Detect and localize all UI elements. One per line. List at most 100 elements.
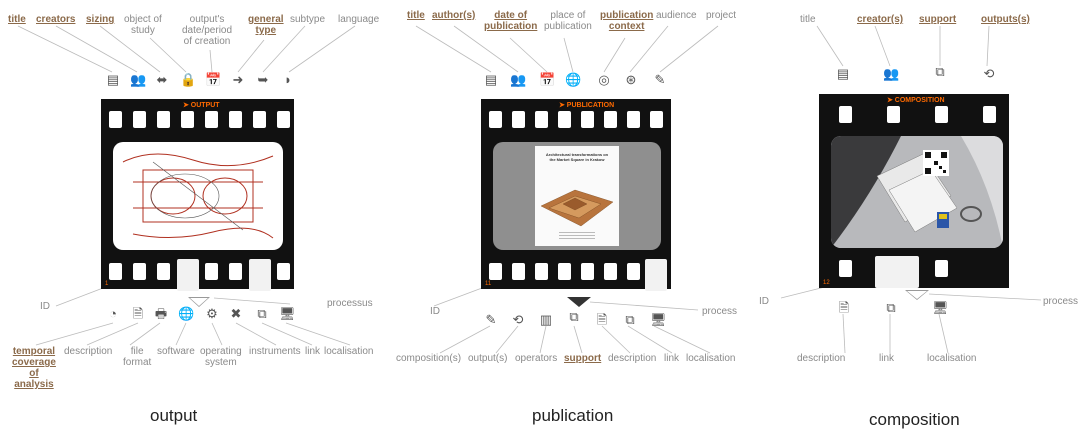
film-hole <box>229 263 242 280</box>
target-icon[interactable]: ◎ <box>598 72 610 87</box>
composition-process-label: process <box>1043 296 1078 307</box>
external-link-icon[interactable]: ⧉ <box>257 306 267 321</box>
user-lock-icon[interactable]: 🔒 <box>180 72 197 87</box>
film-hole <box>277 111 290 128</box>
title-card-icon[interactable]: ▤ <box>484 72 498 87</box>
document-icon[interactable]: 🗎 <box>132 306 144 321</box>
support-icon[interactable]: ⧉ <box>935 64 945 79</box>
composition-label-localisation: localisation <box>927 353 977 364</box>
book-title: Architectural transformations on the Mar… <box>545 152 609 162</box>
publication-label-authors: author(s) <box>432 10 476 21</box>
speaker-icon[interactable]: ◗ <box>284 72 292 87</box>
external-link-icon[interactable]: ⧉ <box>886 300 896 315</box>
film-hole <box>512 111 525 128</box>
pencil-document-icon[interactable]: ✎ <box>654 72 666 87</box>
composition-photo <box>831 136 1003 248</box>
output-film-title: ➤ OUTPUT <box>183 102 220 109</box>
login-arrow-icon[interactable]: ➜ <box>232 72 244 87</box>
tools-icon[interactable]: ✖ <box>230 306 242 321</box>
publication-film-title: ➤ PUBLICATION <box>559 102 615 109</box>
film-hole <box>489 111 502 128</box>
film-hole <box>157 263 170 280</box>
globe-icon[interactable]: 🌐 <box>565 72 582 87</box>
triangle-inner <box>907 291 927 299</box>
publication-caption: publication <box>532 406 614 425</box>
output-label-link: link <box>305 346 321 357</box>
publication-label-title: title <box>407 10 425 21</box>
film-hole <box>277 263 290 280</box>
publication-label-operators: operators <box>515 353 558 364</box>
composition-label-description: description <box>797 353 846 364</box>
film-hole-selected <box>875 256 919 288</box>
globe-icon[interactable]: 🌐 <box>178 306 195 321</box>
composition-label-title: title <box>800 14 816 25</box>
film-hole <box>109 263 122 280</box>
output-label-description: description <box>64 346 113 357</box>
film-hole <box>489 263 502 280</box>
publication-label-link: link <box>664 353 680 364</box>
output-label-language: language <box>338 14 380 25</box>
title-card-icon[interactable]: ▤ <box>836 66 850 81</box>
people-icon[interactable]: 👥 <box>510 72 527 87</box>
film-hole <box>133 111 146 128</box>
publication-process-label: process <box>702 306 738 317</box>
external-link-icon[interactable]: ⧉ <box>625 312 635 327</box>
output-id-label: ID <box>40 301 50 312</box>
publication-label-localisation: localisation <box>686 353 736 364</box>
film-hole <box>581 111 594 128</box>
film-hole <box>181 111 194 128</box>
output-arrow-icon[interactable]: ⟲ <box>983 66 995 81</box>
film-hole <box>604 111 617 128</box>
photo-scene <box>831 136 1003 248</box>
composition-label-outputs: outputs(s) <box>981 14 1030 25</box>
publication-down-triangle[interactable] <box>567 297 591 307</box>
film-hole <box>109 111 122 128</box>
output-label-subtype: subtype <box>290 14 326 25</box>
gear-icon[interactable]: ⚙ <box>206 306 218 321</box>
book-cover-illustration <box>540 189 614 239</box>
film-hole <box>512 263 525 280</box>
people-icon[interactable]: 👥 <box>883 66 900 81</box>
output-label-title: title <box>8 14 26 25</box>
output-processus-label: processus <box>327 298 373 309</box>
composition-panel: title creator(s) support outputs(s) ▤ 👥 … <box>745 0 1078 432</box>
title-card-icon[interactable]: ▤ <box>106 72 120 87</box>
output-sketch-image <box>113 142 283 250</box>
output-film-number: 1 <box>105 281 109 287</box>
document-icon[interactable]: 🗎 <box>596 312 608 327</box>
publication-film-number: 11 <box>485 281 492 287</box>
printer-icon[interactable]: 🖶 <box>154 306 168 321</box>
resize-icon[interactable]: ⬌ <box>156 72 168 87</box>
publication-label-audience: audience <box>656 10 697 21</box>
chart-pie-icon[interactable]: ◔ <box>109 306 117 321</box>
calendar-icon[interactable]: 📅 <box>205 72 222 87</box>
publication-label-place-of-publication: place of publication <box>544 10 592 32</box>
server-icon[interactable]: 🖥 <box>279 306 296 321</box>
people-icon[interactable]: 👥 <box>130 72 147 87</box>
document-icon[interactable]: 🗎 <box>838 300 850 315</box>
publication-label-project: project <box>706 10 737 21</box>
sign-in-icon[interactable]: ➥ <box>257 72 269 87</box>
publication-id-label: ID <box>430 306 440 317</box>
film-hole-selected <box>645 259 667 291</box>
output-label-object-of-study: object of study <box>124 14 162 36</box>
server-icon[interactable]: 🖥 <box>932 300 949 315</box>
output-arrow-icon[interactable]: ⟲ <box>512 312 524 327</box>
film-hole <box>229 111 242 128</box>
publication-label-date-of-publication: date of publication <box>484 10 538 32</box>
support-icon[interactable]: ⧉ <box>569 309 579 324</box>
calendar-icon[interactable]: 📅 <box>539 72 556 87</box>
output-caption: output <box>150 406 198 425</box>
building-icon[interactable]: ▥ <box>539 312 553 327</box>
output-panel: title creators sizing object of study ou… <box>0 0 390 432</box>
film-hole <box>205 111 218 128</box>
publication-label-publication-context: publication context <box>600 10 654 32</box>
audience-icon[interactable]: ⊛ <box>625 72 637 87</box>
composition-caption: composition <box>869 410 960 429</box>
film-hole <box>983 106 996 123</box>
edit-document-icon[interactable]: ✎ <box>485 312 497 327</box>
output-label-temporal-coverage: temporal coverage of analysis <box>12 346 56 390</box>
server-icon[interactable]: 🖥 <box>650 312 667 327</box>
publication-label-outputs: output(s) <box>468 353 508 364</box>
film-hole <box>935 106 948 123</box>
